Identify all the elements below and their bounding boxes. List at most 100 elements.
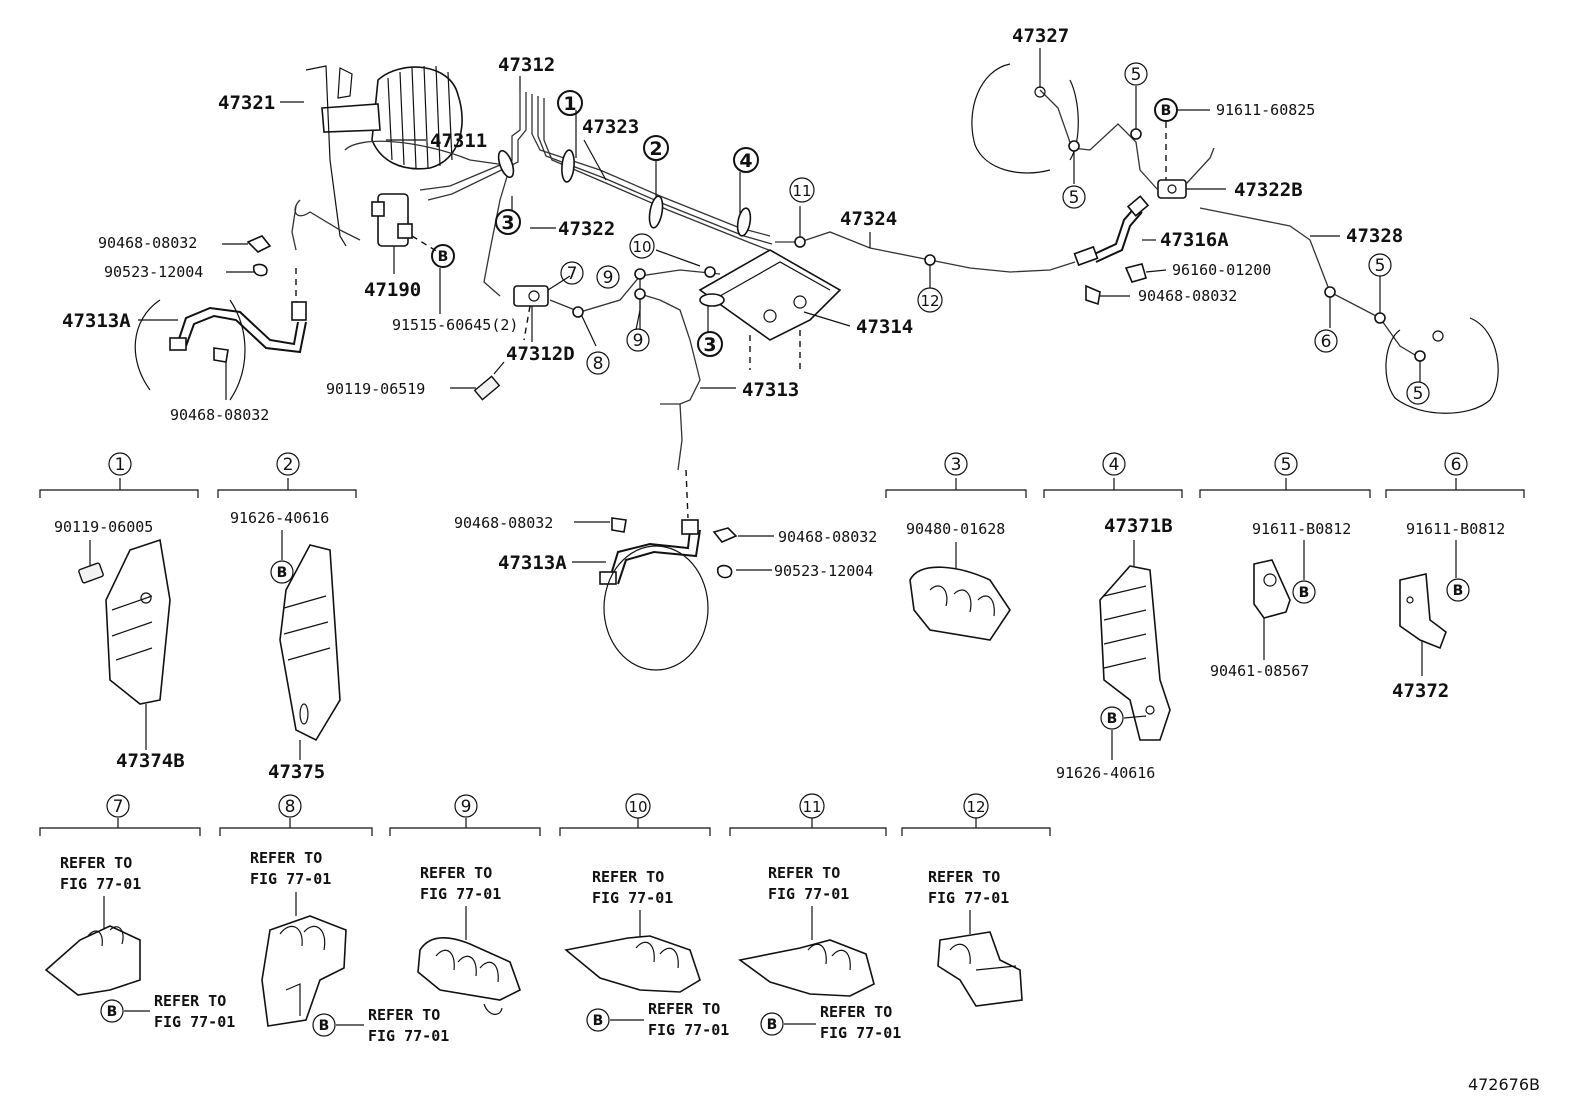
- detail-10-number: 10: [628, 798, 647, 816]
- detail-12-refer-line2: FIG 77-01: [928, 889, 1009, 907]
- callout-1: 1: [563, 93, 576, 115]
- detail-10-refer-line2: FIG 77-01: [592, 889, 673, 907]
- detail-8-number: 8: [285, 797, 296, 817]
- label-47190: 47190: [364, 279, 421, 301]
- b-marks: B B: [431, 98, 1178, 268]
- detail-7-b-mark: B: [107, 1004, 118, 1020]
- detail-5: 5 91611-B0812 90461-08567 B: [1199, 452, 1371, 680]
- front-right-flex-hose: [599, 469, 709, 671]
- detail-5-label-bolt: 91611-B0812: [1252, 520, 1351, 538]
- label-47324: 47324: [840, 208, 897, 230]
- detail-7-b-refer-line1: REFER TO: [154, 992, 226, 1010]
- detail-12-number: 12: [966, 798, 985, 816]
- rear-left-drum: [971, 63, 1079, 174]
- detail-4-label-clamp: 47371B: [1104, 515, 1173, 537]
- label-47313a-right: 47313A: [498, 552, 567, 574]
- proportioning-valve-47190: [371, 193, 439, 253]
- detail-7-b-refer-line2: FIG 77-01: [154, 1013, 235, 1031]
- label-47328: 47328: [1346, 225, 1403, 247]
- callout-12: 12: [920, 292, 939, 310]
- label-47322b: 47322B: [1234, 179, 1303, 201]
- tee-47312d: [513, 285, 549, 341]
- label-47316a: 47316A: [1160, 229, 1229, 251]
- detail-1-number: 1: [115, 455, 126, 475]
- detail-10-b-refer-line2: FIG 77-01: [648, 1021, 729, 1039]
- callout-11: 11: [792, 182, 811, 200]
- label-47312d: 47312D: [506, 343, 575, 365]
- label-47327: 47327: [1012, 25, 1069, 47]
- detail-6-b-mark: B: [1453, 583, 1464, 599]
- label-91611-60825: 91611-60825: [1216, 101, 1315, 119]
- callout-7: 7: [567, 264, 578, 284]
- detail-9: 9 REFER TO FIG 77-01: [389, 794, 541, 1015]
- detail-8-refer-line1: REFER TO: [250, 849, 322, 867]
- callout-2: 2: [649, 138, 662, 160]
- callout-5b: 5: [1069, 188, 1080, 208]
- detail-8: 8 REFER TO FIG 77-01 B REFER TO FIG 77-0…: [219, 794, 449, 1045]
- detail-3-label: 90480-01628: [906, 520, 1005, 538]
- clips: [213, 235, 1147, 579]
- upper-assembly: 47321 47311 47312 47323 47322 47190 9151…: [62, 25, 1499, 671]
- label-47313: 47313: [742, 379, 799, 401]
- label-91515-60645: 91515-60645(2): [392, 316, 518, 334]
- detail-2-number: 2: [283, 455, 294, 475]
- rear-brake-tube: [775, 231, 1076, 273]
- callout-5c: 5: [1375, 256, 1386, 276]
- detail-11-b-mark: B: [767, 1017, 778, 1033]
- detail-row-1: 1 90119-06005 47374B 2 91626-40616 47375…: [39, 452, 1525, 783]
- label-47322: 47322: [558, 218, 615, 240]
- detail-9-refer-line1: REFER TO: [420, 864, 492, 882]
- detail-7-number: 7: [113, 797, 124, 817]
- detail-6-number: 6: [1451, 455, 1462, 475]
- label-90119-06519: 90119-06519: [326, 380, 425, 398]
- callout-10: 10: [632, 238, 651, 256]
- tube-clamps: [497, 149, 752, 307]
- label-90523-12004-b: 90523-12004: [774, 562, 873, 580]
- detail-10-b-refer-line1: REFER TO: [648, 1000, 720, 1018]
- detail-11-number: 11: [802, 798, 821, 816]
- detail-6-label-bolt: 91611-B0812: [1406, 520, 1505, 538]
- detail-1: 1 90119-06005 47374B: [39, 452, 199, 772]
- label-90468-08032-rear: 90468-08032: [1138, 287, 1237, 305]
- detail-11-refer-line1: REFER TO: [768, 864, 840, 882]
- detail-4-b-mark: B: [1107, 711, 1118, 727]
- label-90468-08032-d: 90468-08032: [778, 528, 877, 546]
- callout-5a: 5: [1131, 65, 1142, 85]
- callout-6: 6: [1321, 332, 1332, 352]
- detail-8-b-mark: B: [319, 1018, 330, 1034]
- detail-2: 2 91626-40616 47375 B: [217, 452, 357, 783]
- detail-9-refer-line2: FIG 77-01: [420, 885, 501, 903]
- detail-3: 3 90480-01628: [885, 452, 1027, 641]
- detail-9-number: 9: [461, 797, 472, 817]
- rear-flex-hose: [1073, 195, 1150, 267]
- detail-10-b-mark: B: [593, 1013, 604, 1029]
- figure-id: 472676B: [1468, 1075, 1540, 1094]
- detail-7-refer-line1: REFER TO: [60, 854, 132, 872]
- detail-10-refer-line1: REFER TO: [592, 868, 664, 886]
- detail-2-label-clamp: 47375: [268, 761, 325, 783]
- detail-4-label-bolt: 91626-40616: [1056, 764, 1155, 782]
- detail-2-b-mark: B: [277, 565, 288, 581]
- label-47323: 47323: [582, 116, 639, 138]
- callout-4: 4: [739, 150, 752, 172]
- label-96160-01200: 96160-01200: [1172, 261, 1271, 279]
- detail-2-label-bolt: 91626-40616: [230, 509, 329, 527]
- junction-block-47314: [698, 249, 842, 370]
- detail-1-label-bolt: 90119-06005: [54, 518, 153, 536]
- rear-tee-47322b: [1039, 89, 1421, 359]
- b-mark-91515: B: [438, 249, 449, 265]
- callout-3b: 3: [703, 334, 716, 356]
- label-90468-08032-c: 90468-08032: [454, 514, 553, 532]
- label-90468-08032-b: 90468-08032: [170, 406, 269, 424]
- label-47311: 47311: [430, 130, 487, 152]
- detail-5-number: 5: [1281, 455, 1292, 475]
- rear-right-drum: [1385, 317, 1499, 414]
- detail-7: 7 REFER TO FIG 77-01 B REFER TO FIG 77-0…: [39, 794, 235, 1031]
- callout-9a: 9: [603, 268, 614, 288]
- detail-10: 10 REFER TO FIG 77-01 B REFER TO FIG 77-…: [559, 793, 729, 1039]
- label-47321: 47321: [218, 92, 275, 114]
- callout-5d: 5: [1413, 384, 1424, 404]
- label-90523-12004-a: 90523-12004: [104, 263, 203, 281]
- detail-12: 12 REFER TO FIG 77-01: [901, 793, 1051, 1007]
